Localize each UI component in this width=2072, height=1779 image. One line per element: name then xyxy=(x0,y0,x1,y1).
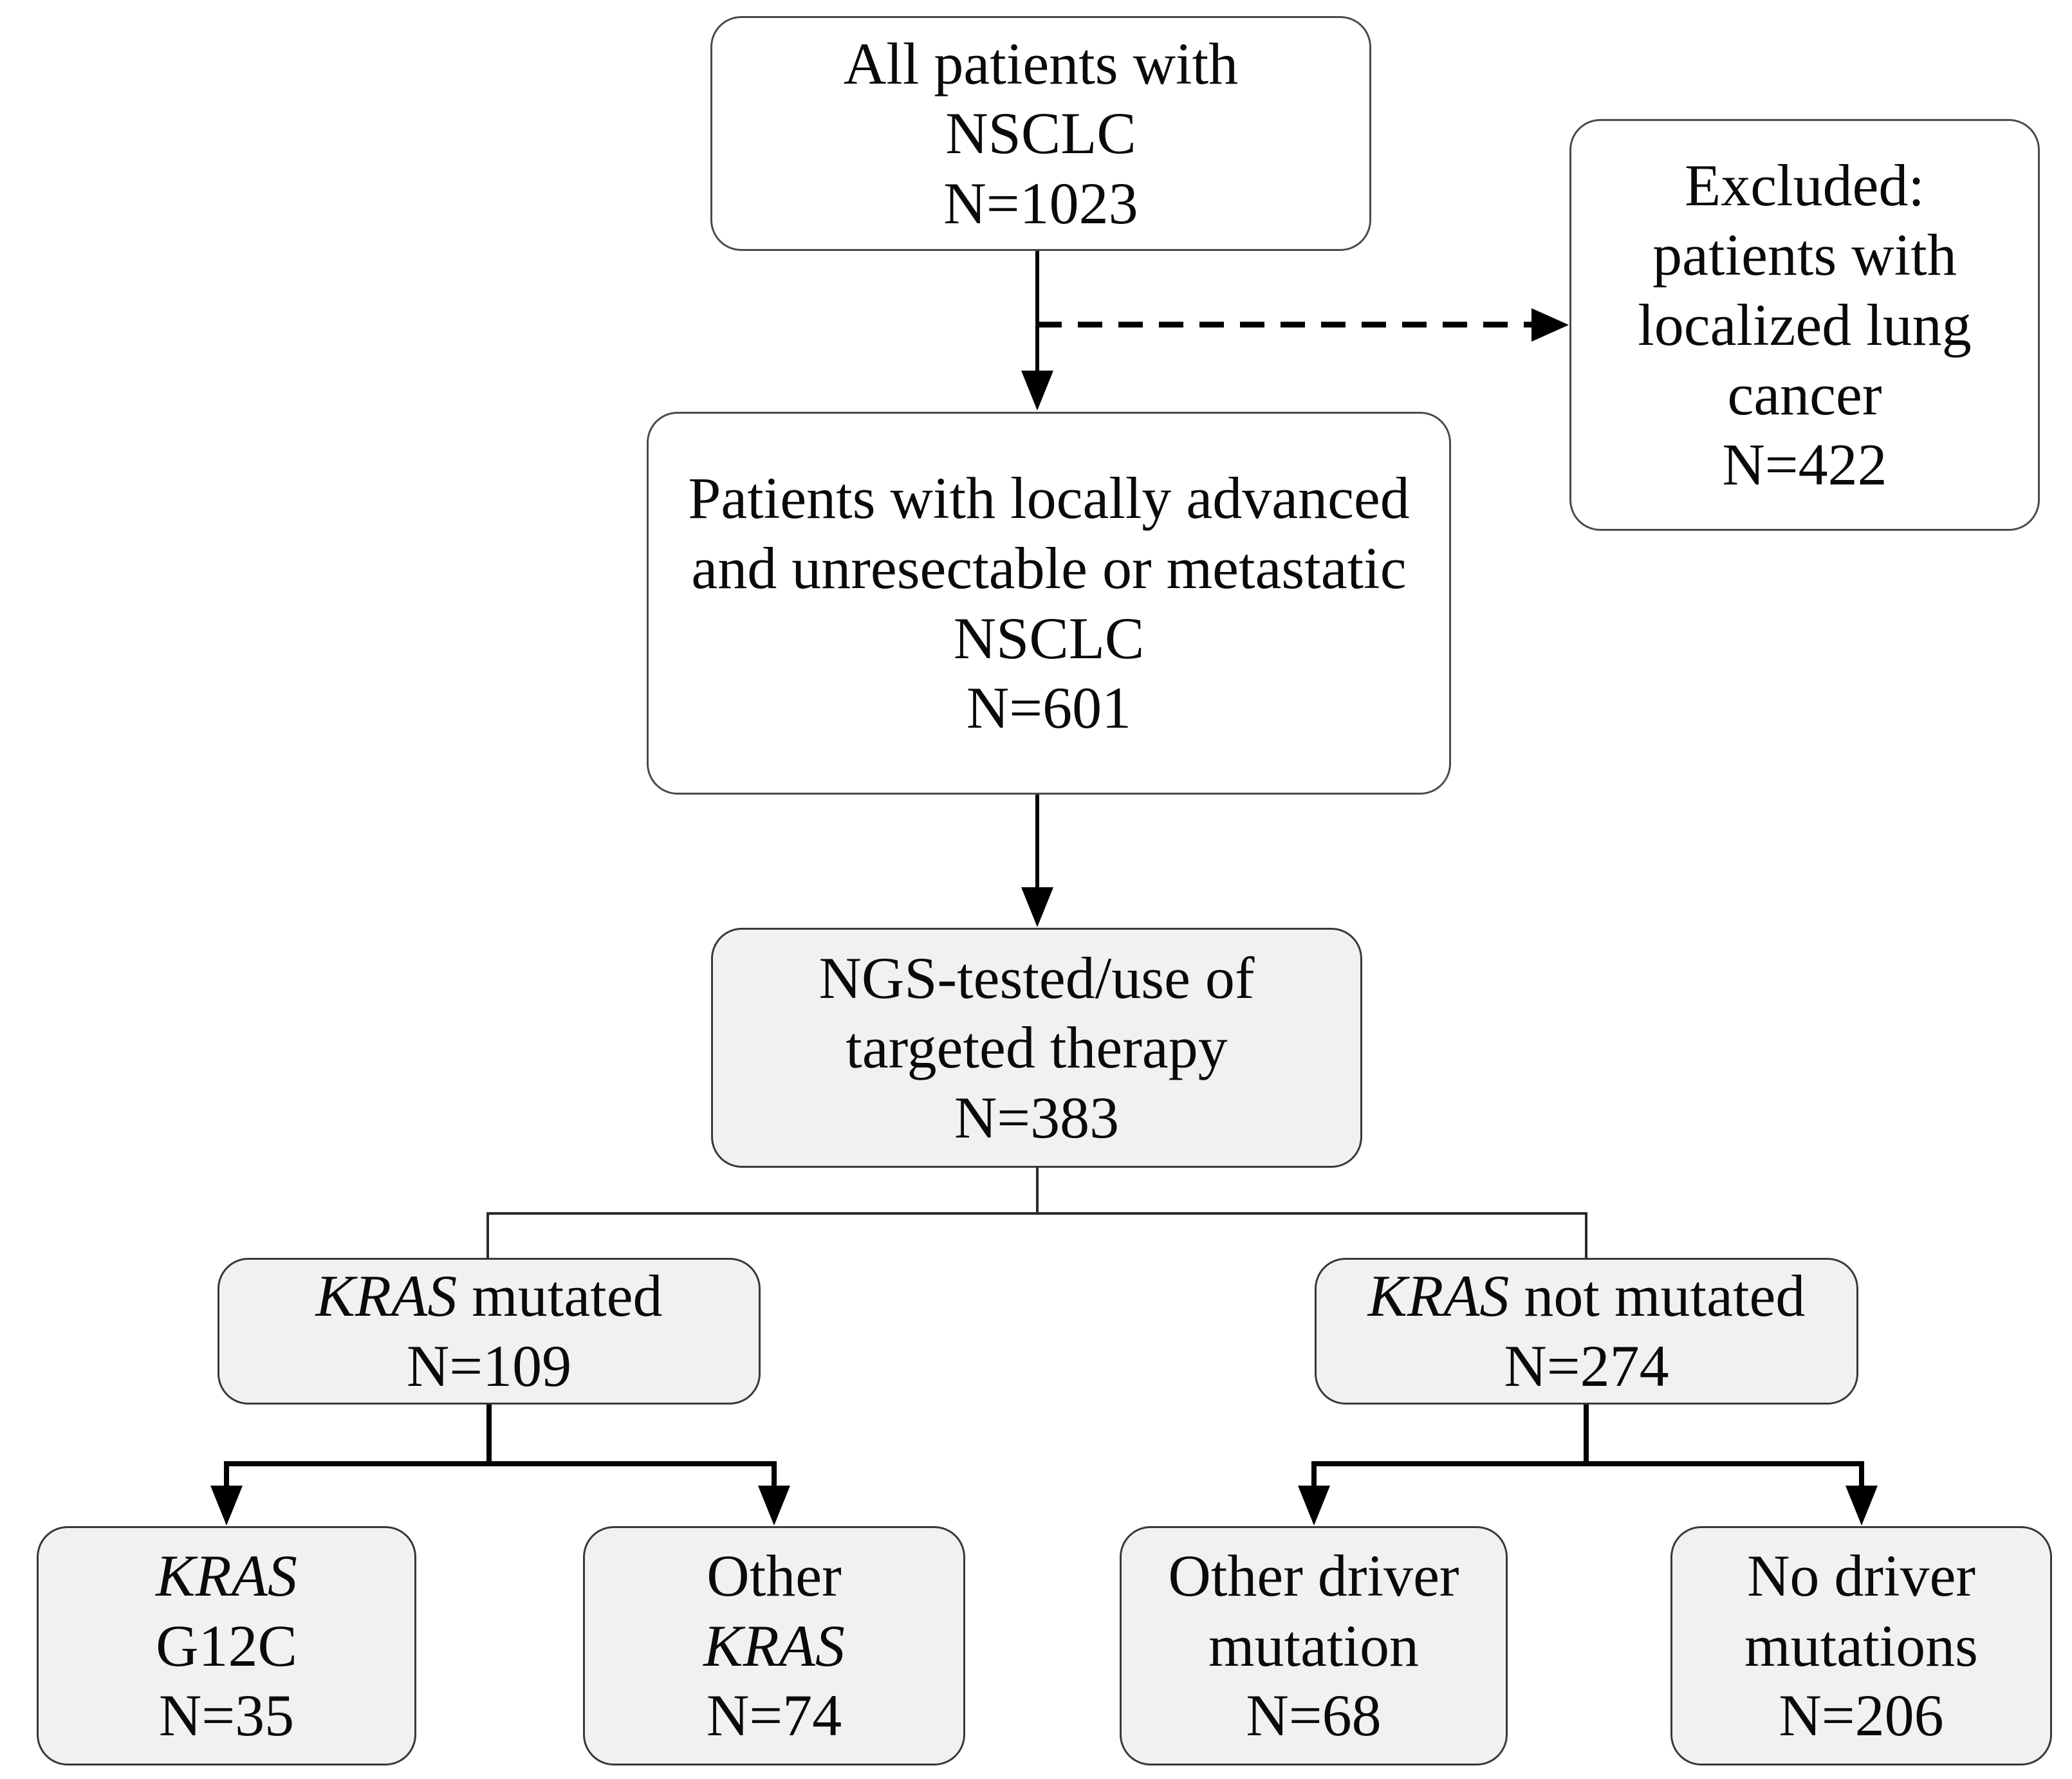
node-text-line: Excluded: xyxy=(1685,151,1925,221)
node-text-line: targeted therapy xyxy=(846,1013,1227,1083)
text-segment: KRAS xyxy=(1367,1263,1524,1329)
text-segment: targeted therapy xyxy=(846,1015,1228,1081)
text-segment: localized lung xyxy=(1638,291,1972,358)
text-segment: KRAS xyxy=(703,1612,845,1679)
text-segment: Patients with locally advanced xyxy=(688,465,1410,531)
arrow-all-to-advanced-line xyxy=(1035,250,1039,373)
arrowhead-down xyxy=(758,1486,790,1526)
node-text-line: N=274 xyxy=(1504,1331,1669,1401)
text-segment: N=74 xyxy=(706,1682,842,1749)
ngs-split-stem xyxy=(1036,1166,1039,1213)
text-segment: N=206 xyxy=(1779,1682,1944,1749)
text-segment: G12C xyxy=(156,1612,297,1679)
node-text-line: KRAS not mutated xyxy=(1368,1261,1806,1331)
arrowhead-right xyxy=(1531,308,1569,342)
node-text-line: patients with xyxy=(1652,220,1957,290)
text-segment: KRAS xyxy=(156,1543,297,1609)
text-segment: mutations xyxy=(1744,1612,1978,1679)
node-text-line: N=383 xyxy=(954,1083,1119,1153)
text-segment: No driver xyxy=(1746,1543,1976,1609)
node-all-patients: All patients with NSCLC N=1023 xyxy=(710,16,1371,251)
text-segment: N=35 xyxy=(158,1682,295,1749)
node-text-line: N=1023 xyxy=(943,169,1138,239)
kras-mutated-split-drop-right xyxy=(772,1464,777,1491)
text-segment: Other xyxy=(707,1543,842,1609)
node-text-line: KRAS xyxy=(703,1611,845,1681)
text-segment: KRAS xyxy=(315,1263,472,1329)
kras-mutated-split-drop-left xyxy=(224,1464,229,1491)
text-segment: mutated xyxy=(472,1263,663,1329)
arrowhead-down xyxy=(1021,887,1053,927)
node-text-line: Other driver xyxy=(1168,1541,1459,1611)
node-text-line: G12C xyxy=(156,1611,297,1681)
node-text-line: No driver xyxy=(1747,1541,1975,1611)
node-text-line: KRAS mutated xyxy=(315,1261,662,1331)
text-segment: NSCLC xyxy=(953,605,1145,671)
node-text-line: All patients with xyxy=(844,29,1238,99)
text-segment: N=68 xyxy=(1246,1682,1382,1749)
text-segment: not mutated xyxy=(1524,1263,1806,1329)
node-text-line: Patients with locally advanced xyxy=(688,463,1410,533)
text-segment: Excluded: xyxy=(1685,152,1925,218)
node-text-line: mutations xyxy=(1744,1611,1978,1681)
node-other-driver: Other driver mutation N=68 xyxy=(1120,1526,1508,1765)
node-text-line: NSCLC xyxy=(945,98,1136,169)
arrowhead-down xyxy=(1298,1486,1330,1526)
arrowhead-down xyxy=(1845,1486,1878,1526)
ngs-split-drop-left xyxy=(486,1212,489,1258)
dashed-arrow-excluded-line xyxy=(1037,322,1533,327)
kras-not-mutated-split-stem xyxy=(1584,1403,1589,1465)
text-segment: N=601 xyxy=(966,675,1132,741)
node-no-driver: No driver mutations N=206 xyxy=(1670,1526,2052,1765)
node-text-line: mutation xyxy=(1208,1611,1419,1681)
node-text-line: N=109 xyxy=(407,1331,571,1401)
text-segment: All patients with xyxy=(843,30,1239,97)
node-text-line: NSCLC xyxy=(954,604,1145,674)
node-text-line: N=206 xyxy=(1779,1681,1943,1751)
kras-not-mutated-split-drop-right xyxy=(1859,1464,1864,1491)
ngs-split-drop-right xyxy=(1585,1212,1587,1258)
kras-mutated-split-stem xyxy=(486,1403,492,1465)
text-segment: N=422 xyxy=(1722,431,1887,497)
text-segment: NGS-tested/use of xyxy=(819,945,1255,1011)
node-text-line: N=74 xyxy=(707,1681,842,1751)
text-segment: cancer xyxy=(1727,362,1882,428)
text-segment: N=109 xyxy=(406,1333,572,1399)
node-kras-not-mutated: KRAS not mutated N=274 xyxy=(1315,1258,1858,1405)
text-segment: and unresectable or metastatic xyxy=(691,535,1407,601)
text-segment: Other driver xyxy=(1168,1543,1459,1609)
text-segment: patients with xyxy=(1652,222,1957,288)
node-text-line: NGS-tested/use of xyxy=(819,943,1254,1013)
node-kras-mutated: KRAS mutated N=109 xyxy=(217,1258,761,1405)
node-text-line: and unresectable or metastatic xyxy=(691,533,1406,604)
text-segment: NSCLC xyxy=(945,100,1136,167)
node-kras-g12c: KRAS G12C N=35 xyxy=(37,1526,416,1765)
text-segment: N=383 xyxy=(954,1084,1120,1150)
node-text-line: N=601 xyxy=(967,673,1131,743)
node-excluded: Excluded: patients with localized lung c… xyxy=(1569,119,2040,531)
node-text-line: Other xyxy=(707,1541,841,1611)
kras-mutated-split-bar xyxy=(224,1461,777,1466)
kras-not-mutated-split-bar xyxy=(1311,1461,1864,1466)
text-segment: mutation xyxy=(1208,1612,1420,1679)
node-text-line: cancer xyxy=(1728,360,1882,430)
node-ngs: NGS-tested/use of targeted therapy N=383 xyxy=(711,928,1362,1168)
text-segment: N=274 xyxy=(1504,1333,1669,1399)
arrow-advanced-to-ngs-line xyxy=(1035,793,1039,889)
ngs-split-bar xyxy=(486,1212,1587,1215)
node-text-line: N=68 xyxy=(1246,1681,1381,1751)
node-text-line: localized lung xyxy=(1638,290,1972,360)
node-text-line: N=35 xyxy=(159,1681,294,1751)
node-locally-advanced: Patients with locally advanced and unres… xyxy=(647,412,1451,795)
node-text-line: KRAS xyxy=(156,1541,297,1611)
arrowhead-down xyxy=(1021,371,1053,410)
text-segment: N=1023 xyxy=(943,170,1138,236)
arrowhead-down xyxy=(210,1486,243,1526)
kras-not-mutated-split-drop-left xyxy=(1311,1464,1317,1491)
node-text-line: N=422 xyxy=(1722,430,1887,500)
node-other-kras: Other KRAS N=74 xyxy=(583,1526,965,1765)
